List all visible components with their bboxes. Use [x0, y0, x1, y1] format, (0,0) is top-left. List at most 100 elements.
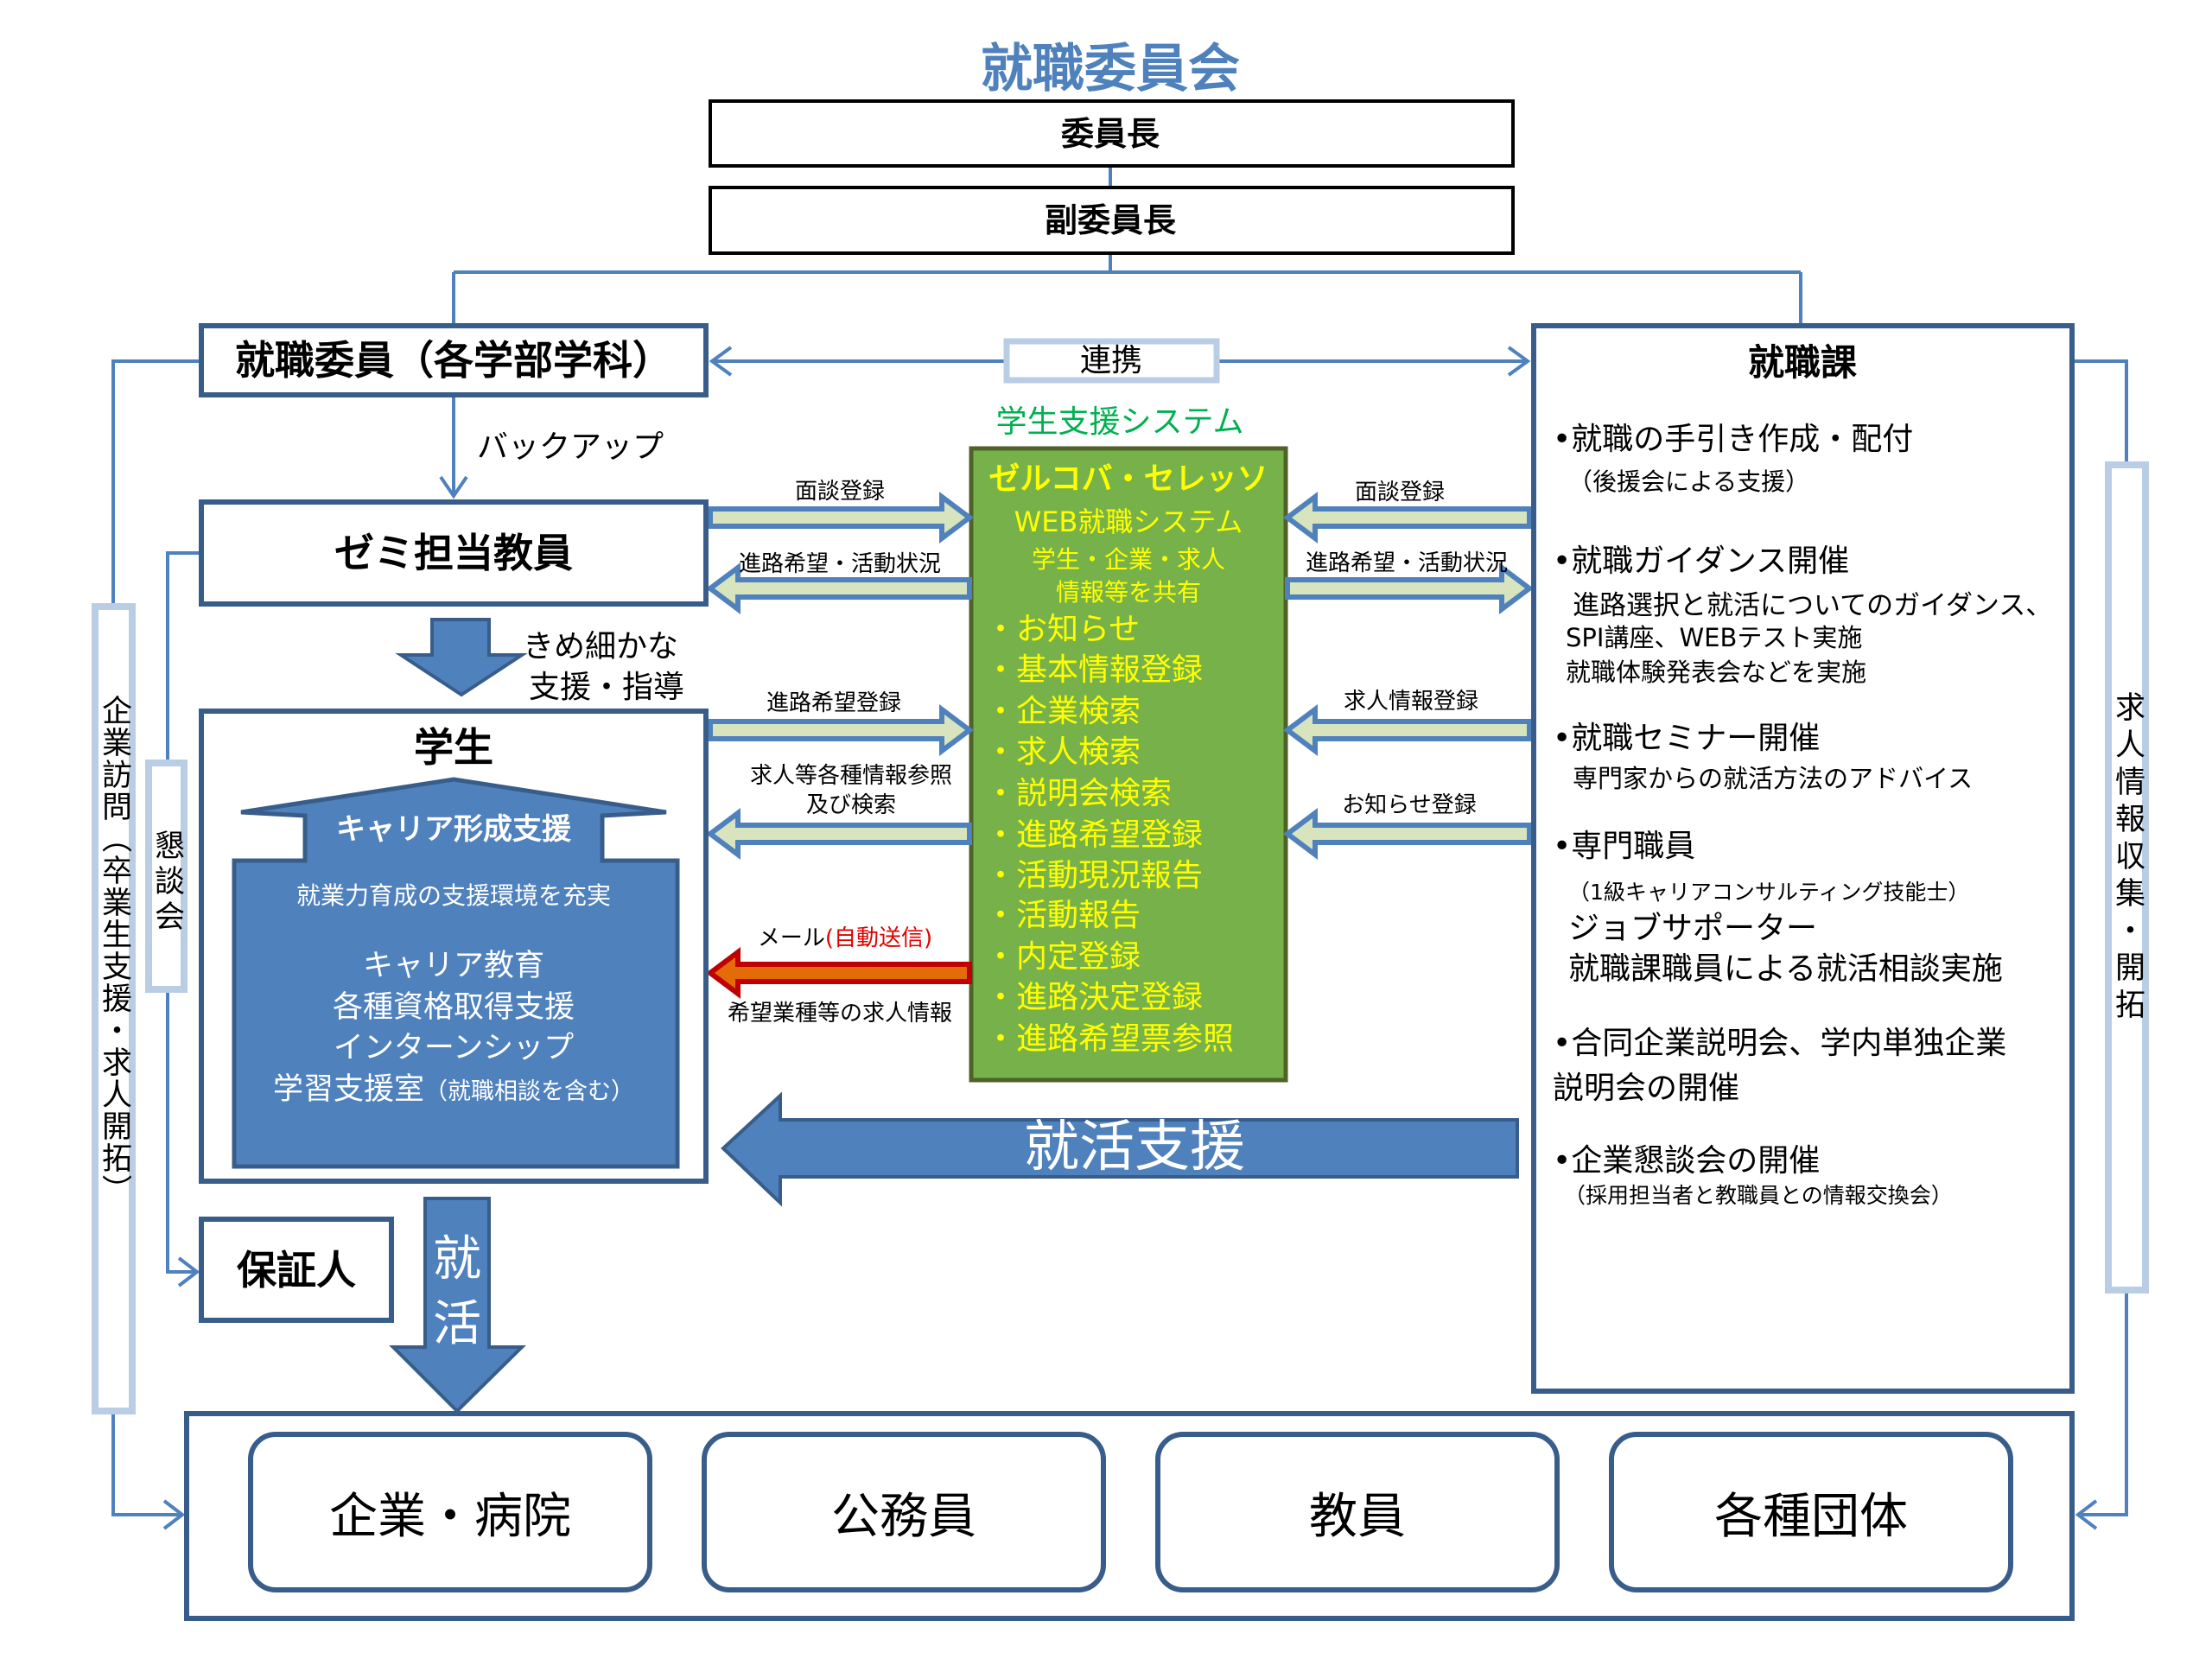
committee-members-box — [199, 323, 709, 397]
page-title: 就職委員会 — [981, 39, 1240, 99]
interview-reg-arrow-right — [1283, 492, 1532, 543]
flow-arrows — [706, 492, 1534, 999]
student-box — [199, 709, 709, 1184]
meeting-text: 懇談会 — [149, 830, 184, 936]
destination-label: 企業・病院 — [329, 1488, 571, 1545]
career-office-line: SPI講座、WEBテスト実施 — [1566, 622, 1863, 652]
career-item: 各種資格取得支援 — [332, 990, 575, 1025]
career-support-house — [232, 777, 680, 1169]
system-item: ・内定登録 — [985, 939, 1141, 975]
career-office-line: •企業懇談会の開催 — [1553, 1143, 1821, 1179]
fine-support-arrow — [395, 618, 528, 697]
job-support-arrow — [721, 1091, 1519, 1207]
link-box — [1003, 338, 1220, 384]
guarantor-arrowhead — [177, 1256, 200, 1287]
destination-label: 教員 — [1309, 1488, 1406, 1545]
right-career-status-label: 進路希望・活動状況 — [1305, 550, 1509, 576]
left-career-reg-label: 進路希望登録 — [766, 690, 902, 716]
career-status-arrow-right — [1285, 563, 1534, 614]
backup-label: バックアップ — [477, 429, 664, 465]
system-item: ・活動現況報告 — [985, 858, 1204, 893]
link-arrow-left — [709, 346, 733, 377]
career-item: キャリア教育 — [362, 949, 545, 983]
destination-label: 公務員 — [831, 1488, 976, 1545]
left-career-status-label: 進路希望・活動状況 — [738, 551, 942, 577]
guarantor-label: 保証人 — [237, 1247, 356, 1294]
career-office-line: 進路選択と就活についてのガイダンス、 — [1573, 589, 2053, 621]
career-office-line: •就職ガイダンス開催 — [1553, 543, 1850, 579]
career-item: インターンシップ — [333, 1031, 575, 1065]
guarantor-box — [199, 1217, 394, 1323]
career-office-line: 専門家からの就活方法のアドバイス — [1573, 763, 1974, 793]
job-support-label: 就活支援 — [1024, 1116, 1245, 1179]
info-ref-label-2: 及び検索 — [805, 792, 897, 818]
mail-auto-text: (自動送信) — [824, 925, 933, 951]
career-office-line: ジョブサポーター — [1568, 911, 1818, 946]
career-office-line: （1級キャリアコンサルティング技能士） — [1568, 879, 1970, 905]
mail-text: メール — [757, 925, 825, 951]
job-hunting-char: 就 — [433, 1231, 481, 1287]
system-box — [969, 446, 1288, 1083]
info-ref-label-1: 求人等各種情報参照 — [749, 763, 953, 789]
job-hunting-arrow — [389, 1197, 526, 1414]
committee-members-label: 就職委員（各学部学科） — [235, 337, 672, 384]
interview-reg-arrow-left — [708, 492, 974, 543]
right-interview-label: 面談登録 — [1354, 480, 1446, 505]
system-web: WEB就職システム — [1014, 505, 1243, 538]
meeting-bar — [145, 760, 188, 993]
career-office-box — [1531, 323, 2075, 1394]
system-item: ・進路希望登録 — [985, 817, 1204, 853]
system-item: ・活動報告 — [985, 898, 1141, 933]
destination-box: 公務員 — [702, 1432, 1106, 1592]
career-office-line: •合同企業説明会、学内単独企業 — [1553, 1026, 2007, 1061]
destination-box: 教員 — [1155, 1432, 1560, 1592]
job-reg-arrow — [1283, 704, 1532, 756]
system-item: ・進路決定登録 — [985, 980, 1204, 1015]
career-reg-arrow — [708, 704, 974, 756]
job-info-arrowhead — [2075, 1499, 2098, 1530]
company-visit-text: 企業訪問（卒業生支援・求人開拓） — [97, 695, 131, 1206]
system-item: ・基本情報登録 — [985, 652, 1204, 688]
system-shared-2: 情報等を共有 — [1055, 578, 1202, 607]
career-status-arrow-left — [706, 563, 972, 614]
left-interview-label: 面談登録 — [794, 479, 886, 505]
system-item: ・求人検索 — [985, 734, 1141, 770]
job-info-text: 求人情報収集・開拓 — [2110, 691, 2145, 1026]
mail-label: メール(自動送信) — [758, 927, 932, 950]
fine-support-label-2: 支援・指導 — [529, 670, 685, 705]
seminar-teacher-label: ゼミ担当教員 — [334, 530, 573, 576]
career-office-title: 就職課 — [1747, 341, 1858, 384]
system-item: ・説明会検索 — [985, 776, 1173, 811]
chair-label: 委員長 — [1060, 115, 1160, 153]
mail-content-label: 希望業種等の求人情報 — [727, 1001, 953, 1027]
link-arrow-right — [1507, 346, 1531, 377]
company-visit-bar — [92, 603, 136, 1414]
system-shared-1: 学生・企業・求人 — [1031, 545, 1226, 574]
destination-label: 各種団体 — [1714, 1488, 1908, 1545]
backup-arrowhead — [439, 475, 468, 499]
system-title: 学生支援システム — [995, 404, 1244, 440]
job-hunting-char: 活 — [433, 1296, 481, 1352]
career-office-line: •就職の手引き作成・配付 — [1553, 422, 1914, 457]
destination-box: 企業・病院 — [248, 1432, 652, 1592]
vice-chair-label: 副委員長 — [1044, 201, 1177, 239]
career-office-line: 説明会の開催 — [1553, 1071, 1740, 1106]
career-office-line: •就職セミナー開催 — [1553, 721, 1821, 756]
mail-arrow — [706, 947, 972, 999]
career-office-line: •専門職員 — [1553, 829, 1696, 864]
career-office-line: 就職課職員による就活相談実施 — [1568, 951, 2003, 987]
system-item: ・企業検索 — [985, 694, 1141, 729]
system-item: ・進路希望票参照 — [985, 1021, 1235, 1057]
career-sub-label: 就業力育成の支援環境を充実 — [296, 881, 612, 910]
system-name: ゼルコバ・セレッソ — [988, 461, 1268, 497]
destinations-box — [184, 1411, 2075, 1621]
career-office-line: （採用担当者と教職員との情報交換会） — [1564, 1182, 1953, 1208]
company-visit-arrowhead — [162, 1499, 186, 1530]
student-label: 学生 — [414, 724, 493, 771]
fine-support-label-1: きめ細かな — [523, 629, 679, 664]
system-item: ・お知らせ — [985, 612, 1141, 647]
learning-support-note: （就職相談を含む） — [424, 1078, 635, 1105]
career-office-line: （後援会による支援） — [1568, 467, 1810, 496]
career-support-label: キャリア形成支援 — [336, 812, 571, 847]
